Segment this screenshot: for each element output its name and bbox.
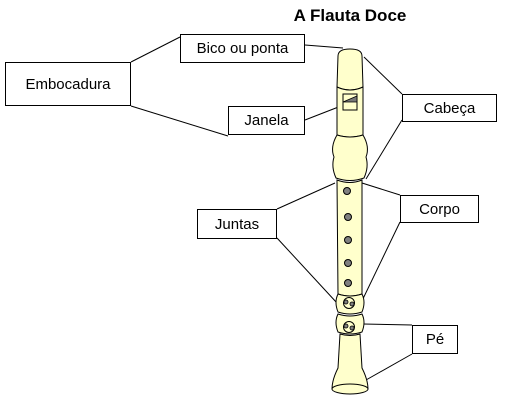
leader-cabeca-top	[363, 56, 403, 95]
label-pe: Pé	[412, 325, 458, 354]
flute-head-beak	[336, 48, 364, 91]
label-janela: Janela	[228, 106, 305, 135]
hole-1	[343, 187, 351, 195]
label-cabeca: Cabeça	[402, 94, 497, 122]
hole-2	[344, 213, 352, 221]
leader-cabeca-bottom	[365, 119, 403, 180]
leader-corpo-top	[361, 182, 401, 196]
label-juntas: Juntas	[197, 209, 277, 239]
leader-bico	[304, 44, 344, 49]
leader-corpo-bottom	[359, 221, 401, 306]
label-bico-ou-ponta: Bico ou ponta	[180, 34, 305, 63]
leader-juntas-bottom	[276, 237, 338, 304]
finger-holes	[343, 187, 352, 287]
leader-embocadura-bico	[130, 36, 181, 63]
leader-janela	[304, 105, 342, 121]
leader-pe-bottom	[365, 353, 413, 381]
diagram-title: A Flauta Doce	[293, 6, 407, 25]
label-embocadura: Embocadura	[5, 62, 131, 106]
leader-lines	[130, 36, 413, 381]
leader-pe-top	[362, 323, 413, 326]
flute-foot-rim	[331, 383, 369, 395]
leader-juntas-top	[276, 182, 336, 210]
flute-head-joint	[332, 134, 368, 181]
flute-window	[342, 93, 358, 111]
hole-4	[344, 259, 352, 267]
label-corpo: Corpo	[400, 195, 479, 223]
leader-embocadura-janela	[130, 105, 229, 137]
double-holes	[343, 297, 355, 333]
hole-3	[344, 236, 352, 244]
hole-5	[344, 279, 352, 287]
